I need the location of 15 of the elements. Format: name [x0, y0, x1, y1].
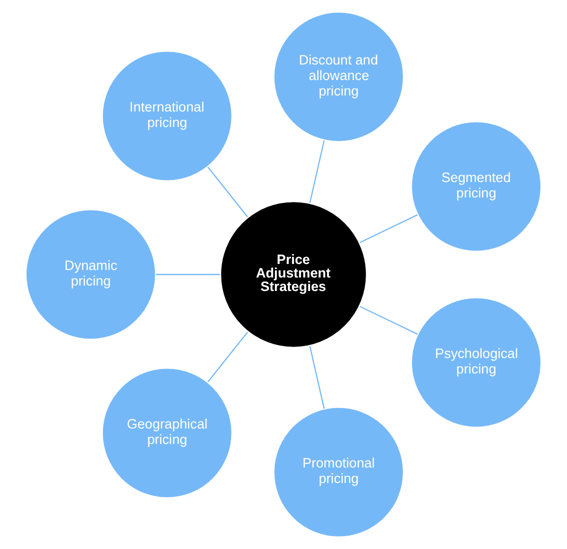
connector	[360, 214, 418, 244]
node-circle: Discount and allowance pricing	[272, 10, 405, 143]
connector	[156, 274, 220, 276]
node-circle: Geographical pricing	[101, 366, 234, 500]
node-circle: Psychological pricing	[410, 296, 542, 429]
node-circle: Promotional pricing	[272, 406, 405, 538]
connector	[360, 306, 418, 335]
connector	[207, 332, 248, 382]
node-circle: International pricing	[101, 50, 234, 182]
node-circle: Segmented pricing	[410, 120, 542, 253]
connector	[309, 140, 325, 203]
node-circle: Dynamic pricing	[24, 208, 157, 341]
connector	[309, 346, 325, 409]
node-circle: Price Adjustment Strategies	[219, 200, 368, 349]
connector	[207, 166, 248, 218]
